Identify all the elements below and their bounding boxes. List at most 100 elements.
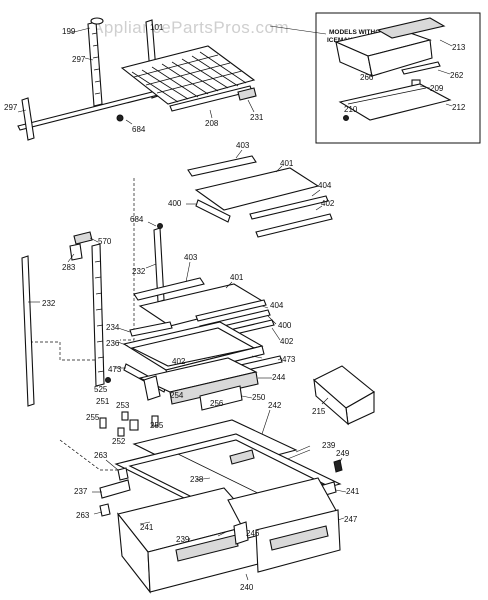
rod-297-horizontal: [17, 89, 163, 131]
callout-256: 256: [210, 399, 224, 408]
trim-404-upper: [249, 195, 329, 220]
callout-101: 101: [150, 23, 164, 32]
screw-684: [116, 114, 124, 122]
part-237: [99, 479, 131, 499]
callout-570: 570: [98, 237, 112, 246]
trim-404-lower: [195, 299, 267, 322]
callout-239-drawer: 239: [176, 535, 190, 544]
callout-232-left: 232: [42, 299, 56, 308]
part-252: [117, 427, 125, 437]
part-263-lower: [99, 503, 111, 517]
rail-main-holes: [94, 260, 105, 373]
guide-line-2: [30, 341, 96, 361]
callout-253: 253: [116, 401, 130, 410]
callout-199: 199: [62, 27, 76, 36]
callout-215: 215: [312, 407, 326, 416]
callout-252: 252: [112, 437, 126, 446]
bar-262: [401, 61, 441, 75]
shelf-212: [338, 83, 452, 121]
callout-231: 231: [250, 113, 264, 122]
callout-525: 525: [94, 385, 108, 394]
part-254: [143, 375, 161, 401]
callout-266: 266: [360, 73, 374, 82]
clip-210: [343, 115, 349, 121]
callout-262: 262: [450, 71, 464, 80]
callout-400-lower: 400: [278, 321, 292, 330]
wire-shelf: [120, 45, 256, 105]
frame-400-upper: [195, 199, 231, 223]
callout-297: 297: [72, 55, 86, 64]
callout-249: 249: [336, 449, 350, 458]
callout-473-side: 473: [108, 365, 122, 374]
trim-403-upper: [187, 155, 257, 177]
callout-283: 283: [62, 263, 76, 272]
callout-684-mid: 684: [130, 215, 144, 224]
left-rails-group: [21, 221, 165, 407]
drawer-left-handle: [175, 534, 239, 562]
callout-404-lower: 404: [270, 301, 284, 310]
callout-400-upper: 400: [168, 199, 182, 208]
callout-403-lower: 403: [184, 253, 198, 262]
part-255-right: [151, 415, 159, 427]
support-231: [237, 87, 257, 101]
callout-241-right: 241: [346, 487, 360, 496]
watermark: AppliancePartsPros.com: [92, 18, 289, 37]
callout-238: 238: [190, 475, 204, 484]
callout-210: 210: [344, 105, 358, 114]
upper-glass-shelf-group: [186, 149, 333, 238]
divider-256: [199, 385, 243, 411]
callout-254: 254: [170, 391, 184, 400]
callout-232-mid: 232: [132, 267, 146, 276]
callout-250: 250: [252, 393, 266, 402]
callout-241-left: 241: [140, 523, 154, 532]
wire-shelf-grid: [131, 51, 247, 103]
part-251: [129, 419, 139, 431]
callout-237: 237: [74, 487, 88, 496]
glass-401-upper: [194, 167, 320, 211]
callout-208: 208: [205, 119, 219, 128]
clip-199: [90, 17, 104, 25]
part-253: [121, 411, 129, 421]
door-bin-215: [313, 365, 375, 426]
small-parts: [99, 411, 159, 437]
callout-239: 239: [322, 441, 336, 450]
callout-684: 684: [132, 125, 146, 134]
bracket-570: [73, 231, 93, 245]
top-left-assembly: [17, 17, 257, 141]
guide-line-1: [120, 178, 135, 341]
part-234: [129, 321, 173, 337]
screw-684-mid: [157, 223, 163, 229]
part-246: [233, 521, 249, 545]
rail-holes: [91, 32, 101, 95]
tray-244-front: [169, 371, 259, 405]
cover-213: [376, 17, 446, 39]
bracket-283: [69, 243, 83, 261]
callout-263-upper: 263: [94, 451, 108, 460]
callout-246: 246: [246, 529, 260, 538]
inset-note-line1: MODELS WITHOUT: [329, 29, 389, 36]
crisper-cover-assembly: [105, 321, 283, 411]
guide-line-3: [59, 439, 118, 471]
callout-212: 212: [452, 103, 466, 112]
trim-402-upper: [255, 213, 333, 238]
callout-404-upper: 404: [318, 181, 332, 190]
rail-297-left: [21, 97, 35, 141]
callout-209: 209: [430, 84, 444, 93]
callout-263-lower: 263: [76, 511, 90, 520]
rail-232-main: [91, 243, 105, 387]
clip-525: [105, 377, 111, 383]
screw-249: [333, 459, 343, 473]
callout-401-lower: 401: [230, 273, 244, 282]
callout-251: 251: [96, 397, 110, 406]
callout-242: 242: [268, 401, 282, 410]
callout-247: 247: [344, 515, 358, 524]
callout-255-left: 255: [86, 413, 100, 422]
drawer-right-handle: [269, 525, 329, 551]
part-263-upper: [117, 467, 129, 481]
callout-234: 234: [106, 323, 120, 332]
callout-402-upper: 402: [321, 199, 335, 208]
inset-frame: [315, 12, 481, 144]
inset-icemaker-box: MODELS WITHOUT ICEMAKER ONLY: [269, 12, 481, 144]
callout-213: 213: [452, 43, 466, 52]
